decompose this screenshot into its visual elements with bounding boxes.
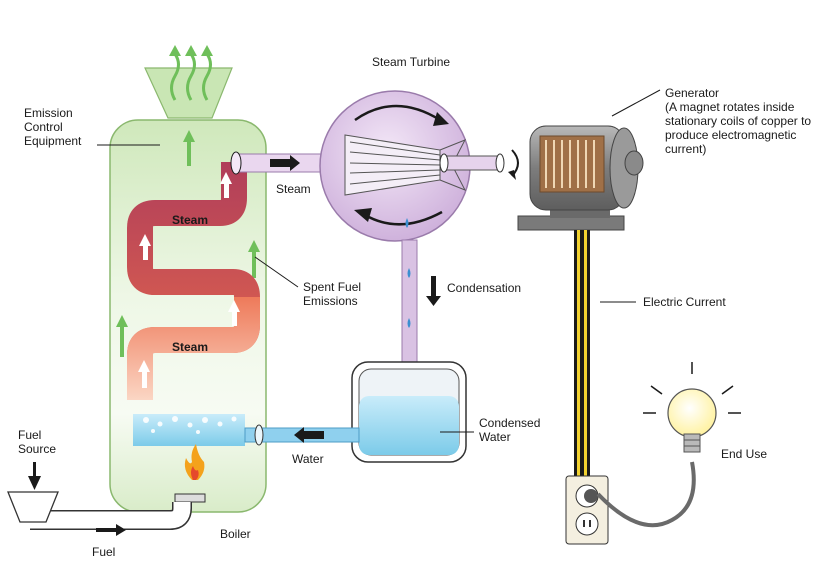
label-emission-control: Emission Control Equipment	[24, 106, 82, 148]
label-water: Water	[292, 452, 324, 466]
label-spent-fuel: Spent Fuel Emissions	[303, 280, 362, 308]
label-steam-turbine: Steam Turbine	[372, 55, 451, 69]
label-steam-outlet: Steam	[276, 182, 311, 196]
label-condensed-water: Condensed Water	[479, 416, 541, 444]
condenser-tank	[351, 361, 467, 463]
label-generator-note: (A magnet rotates inside stationary coil…	[665, 100, 812, 156]
label-electric-current: Electric Current	[643, 295, 726, 309]
fuel-line	[30, 498, 192, 536]
water-return-pipe	[244, 424, 360, 446]
condensation-pipe	[401, 239, 441, 391]
electric-wires	[574, 230, 590, 480]
steam-turbine	[319, 90, 505, 242]
wall-outlet	[565, 475, 609, 545]
steam-outlet-pipe	[230, 151, 335, 175]
light-bulb-icon	[643, 362, 741, 453]
label-generator-title: Generator	[665, 86, 720, 100]
steam-pipe	[127, 162, 260, 400]
boiler-water	[133, 414, 245, 446]
label-condensation: Condensation	[447, 281, 522, 295]
label-steam-upper: Steam	[172, 213, 209, 227]
label-boiler: Boiler	[220, 527, 251, 541]
fuel-hopper	[7, 462, 59, 523]
label-fuel-source: Fuel Source	[18, 428, 57, 456]
bulb-cord	[596, 461, 696, 528]
spent-fuel-arrows	[116, 130, 260, 357]
label-steam-lower: Steam	[172, 340, 209, 354]
label-end-use: End Use	[721, 447, 768, 461]
emission-arrows	[170, 53, 212, 101]
label-fuel: Fuel	[92, 545, 116, 559]
generator	[517, 125, 644, 231]
